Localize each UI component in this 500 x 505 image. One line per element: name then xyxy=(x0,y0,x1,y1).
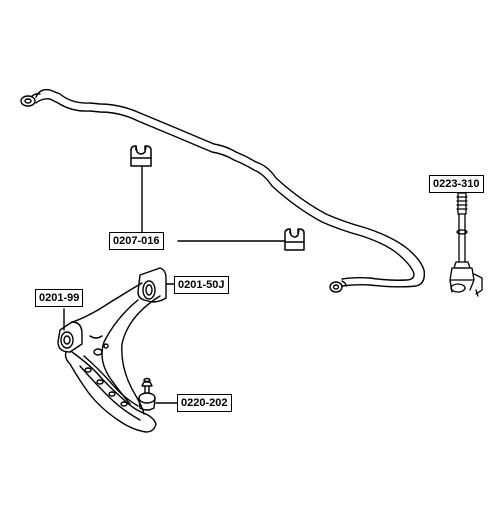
lower-control-arm xyxy=(57,267,167,433)
leader-lines xyxy=(63,166,463,404)
part-number-label-control-arm: 0201-99 xyxy=(35,289,84,307)
stabilizer-link xyxy=(449,192,483,297)
upper-bushing xyxy=(130,145,152,167)
part-number-label-bushing: 0207-016 xyxy=(109,232,164,250)
part-number-label-ball-joint: 0220-202 xyxy=(177,394,232,412)
part-number-label-link: 0223-310 xyxy=(429,175,484,193)
stabilizer-bar xyxy=(20,88,426,293)
part-number-label-arm-bushing: 0201-50J xyxy=(174,276,229,294)
ball-joint xyxy=(138,377,156,411)
side-bushing xyxy=(284,228,305,251)
